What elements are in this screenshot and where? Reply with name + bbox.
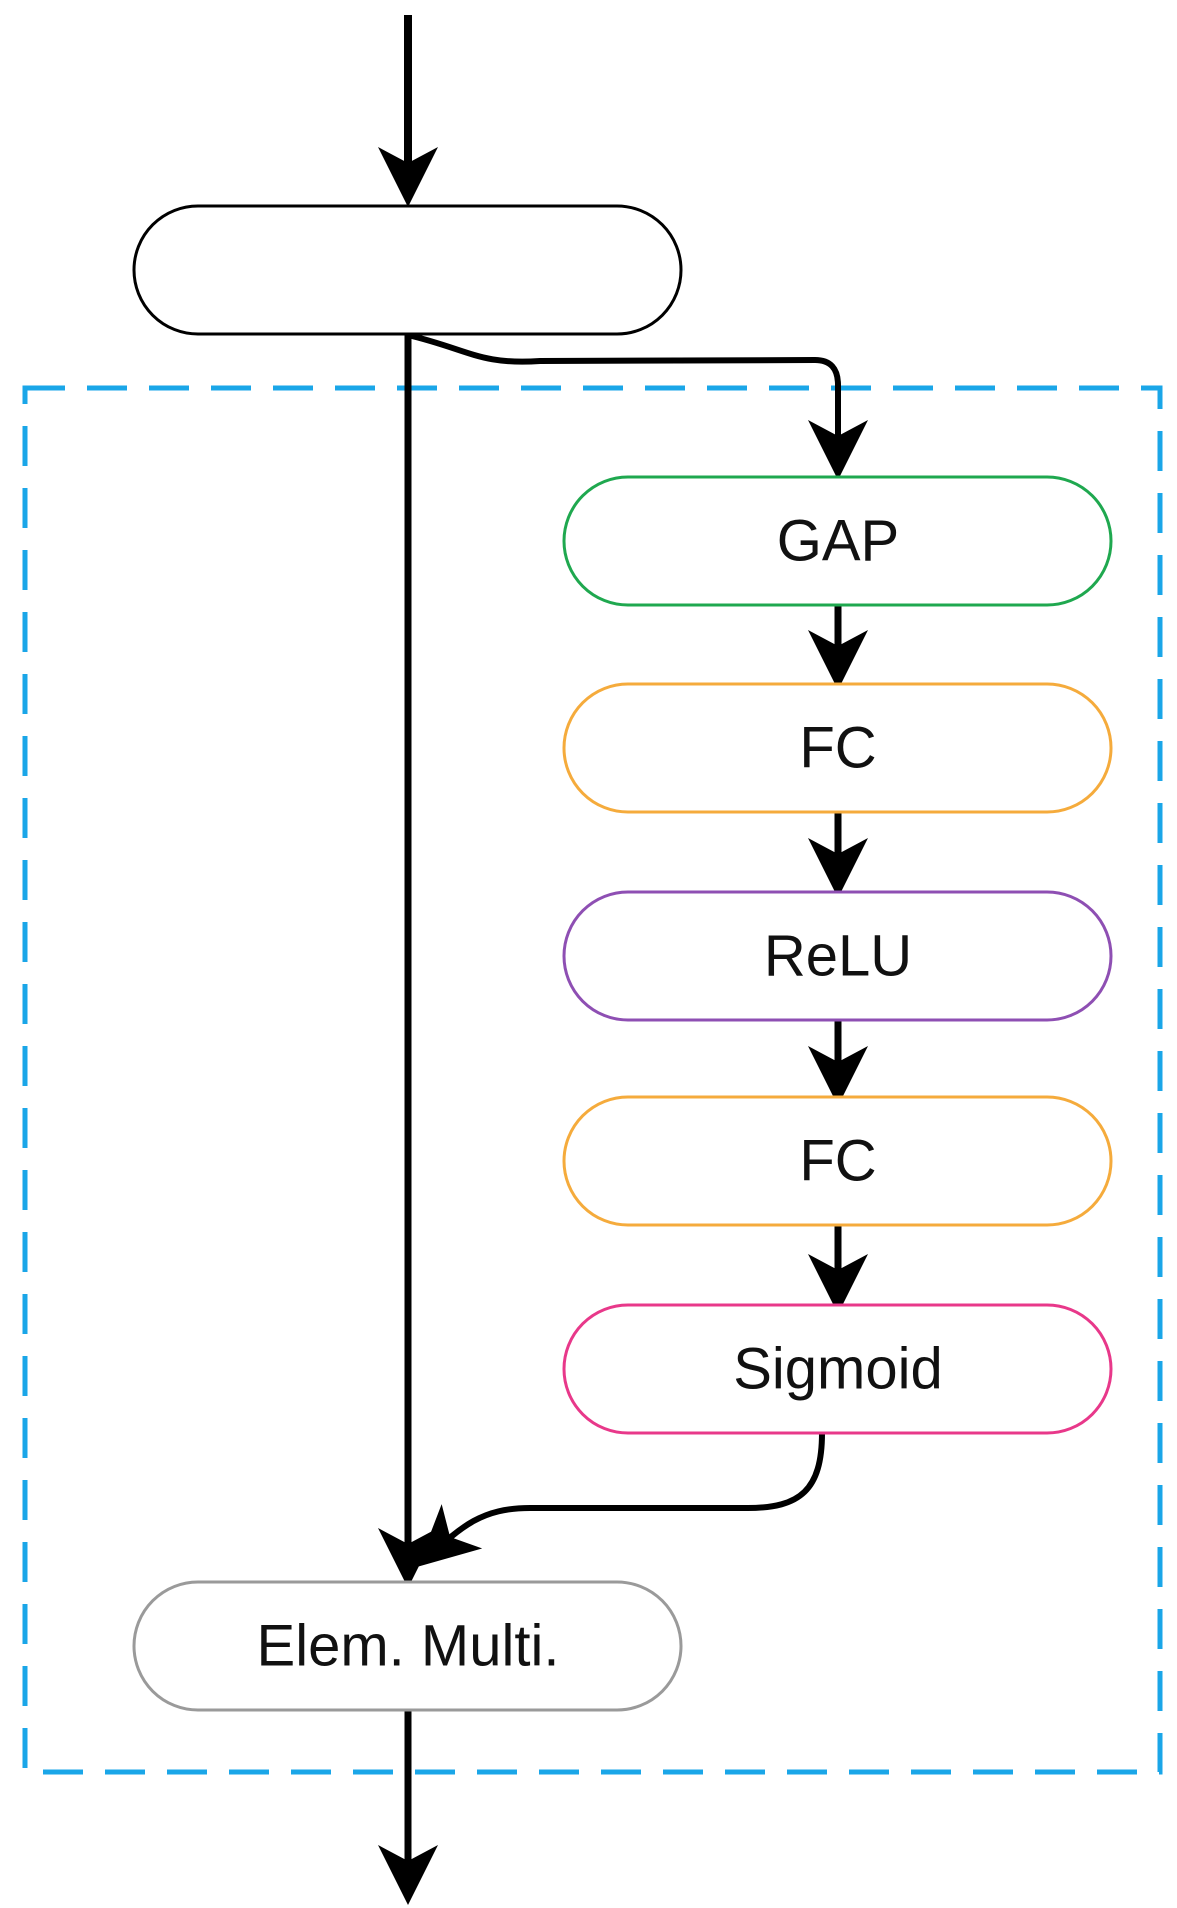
fc-node-2: FC [562, 1095, 1113, 1227]
elementwise-multiply-node: Elem. Multi. [132, 1580, 683, 1712]
se-module-boundary [22, 385, 1163, 1775]
input-block [132, 204, 683, 336]
branch-arrow-to-gap [407, 332, 868, 480]
sigmoid-node-label: Sigmoid [733, 1337, 943, 1402]
relu-node-label: ReLU [764, 924, 912, 989]
sigmoid-node: Sigmoid [562, 1303, 1113, 1435]
relu-node: ReLU [562, 890, 1113, 1022]
sigmoid-to-multiply-arrow [417, 1432, 825, 1567]
fc-node-1-label: FC [799, 716, 876, 781]
gap-node-label: GAP [777, 509, 900, 574]
gap-node: GAP [562, 475, 1113, 607]
fc-node-1: FC [562, 682, 1113, 814]
fc-node-2-label: FC [799, 1129, 876, 1194]
elementwise-multiply-label: Elem. Multi. [257, 1614, 560, 1679]
